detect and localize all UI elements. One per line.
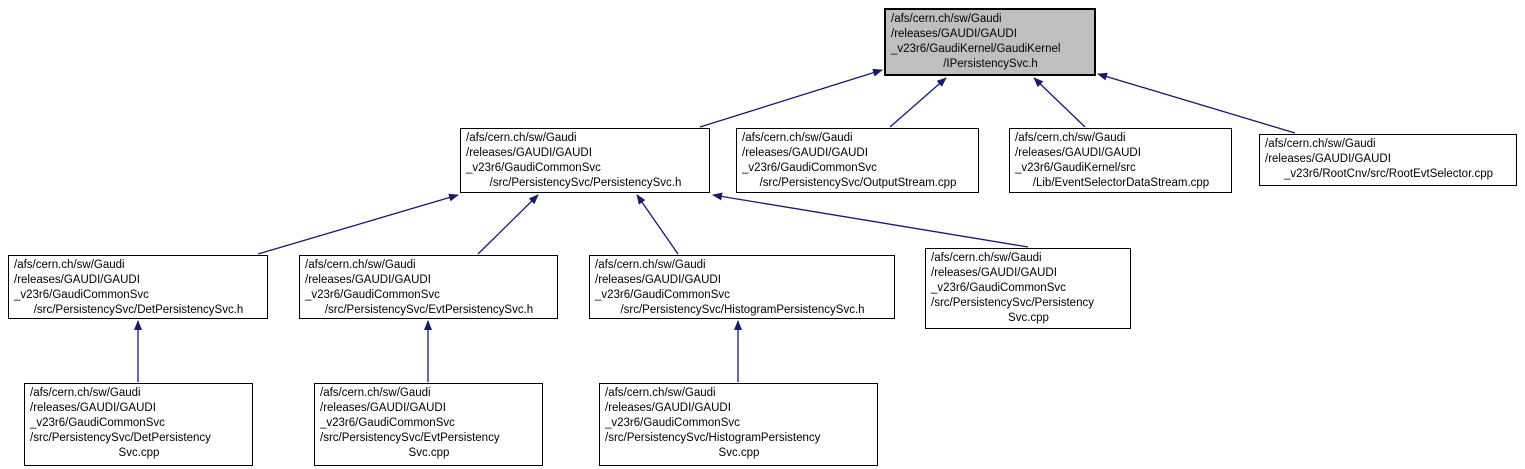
node-histogrampersistencysvc-h[interactable]: /afs/cern.ch/sw/Gaudi/releases/GAUDI/GAU… (589, 255, 895, 319)
node-label-line: /releases/GAUDI/GAUDI (1265, 153, 1391, 165)
edge-detpersistencysvc-h-to-persistencysvc-h (257, 193, 459, 255)
node-label-line: /releases/GAUDI/GAUDI (605, 402, 731, 414)
node-label-line: Svc.cpp (408, 447, 450, 459)
edge-eventselectordatastream-cpp-to-ipersistencysvc-h (1033, 77, 1086, 128)
node-label-line: /src/PersistencySvc/EvtPersistency (320, 432, 500, 444)
node-label-line: /afs/cern.ch/sw/Gaudi (14, 259, 125, 271)
node-label-line: Svc.cpp (1008, 312, 1049, 324)
node-detpersistencysvc-cpp[interactable]: /afs/cern.ch/sw/Gaudi/releases/GAUDI/GAU… (24, 383, 253, 466)
node-label-line: /afs/cern.ch/sw/Gaudi (305, 259, 416, 271)
node-label-line: /afs/cern.ch/sw/Gaudi (605, 387, 716, 399)
node-label-line: /afs/cern.ch/sw/Gaudi (595, 259, 706, 271)
node-persistencysvc-h[interactable]: /afs/cern.ch/sw/Gaudi/releases/GAUDI/GAU… (460, 128, 710, 193)
node-label-line: /releases/GAUDI/GAUDI (1015, 147, 1141, 159)
node-label-line: /afs/cern.ch/sw/Gaudi (30, 387, 141, 399)
node-label-line: /afs/cern.ch/sw/Gaudi (466, 132, 577, 144)
node-label-line: /afs/cern.ch/sw/Gaudi (1265, 138, 1376, 150)
node-eventselectordatastream-cpp[interactable]: /afs/cern.ch/sw/Gaudi/releases/GAUDI/GAU… (1009, 128, 1232, 193)
node-label-line: /src/PersistencySvc/EvtPersistencySvc.h (324, 304, 534, 316)
node-detpersistencysvc-h[interactable]: /afs/cern.ch/sw/Gaudi/releases/GAUDI/GAU… (8, 255, 268, 319)
node-label-line: /src/PersistencySvc/Persistency (931, 297, 1094, 309)
node-label-line: /releases/GAUDI/GAUDI (466, 147, 592, 159)
node-label-line: _v23r6/GaudiCommonSvc (931, 282, 1066, 294)
node-label-line: _v23r6/GaudiCommonSvc (466, 162, 601, 174)
node-label-line: /releases/GAUDI/GAUDI (742, 147, 868, 159)
node-label-line: _v23r6/GaudiCommonSvc (742, 162, 877, 174)
edge-persistencysvc-h-to-ipersistencysvc-h (699, 68, 883, 128)
node-label-line: _v23r6/GaudiCommonSvc (305, 289, 440, 301)
node-label-line: /src/PersistencySvc/HistogramPersistency (605, 432, 821, 444)
edge-persistencysvc-cpp-to-persistencysvc-h (712, 192, 1029, 248)
node-evtpersistencysvc-cpp[interactable]: /afs/cern.ch/sw/Gaudi/releases/GAUDI/GAU… (314, 383, 543, 466)
node-label-line: /src/PersistencySvc/DetPersistencySvc.h (33, 304, 244, 316)
node-label-line: /releases/GAUDI/GAUDI (320, 402, 446, 414)
edge-rootevtselector-cpp-to-ipersistencysvc-h (1097, 72, 1296, 134)
node-label-line: /src/PersistencySvc/HistogramPersistency… (620, 304, 865, 316)
node-outputstream-cpp[interactable]: /afs/cern.ch/sw/Gaudi/releases/GAUDI/GAU… (736, 128, 979, 193)
node-label-line: /afs/cern.ch/sw/Gaudi (1015, 132, 1126, 144)
node-label-line: /releases/GAUDI/GAUDI (305, 274, 431, 286)
node-label-line: _v23r6/GaudiCommonSvc (14, 289, 149, 301)
node-label-line: _v23r6/GaudiCommonSvc (30, 417, 165, 429)
node-label-line: /afs/cern.ch/sw/Gaudi (931, 252, 1042, 264)
node-evtpersistencysvc-h[interactable]: /afs/cern.ch/sw/Gaudi/releases/GAUDI/GAU… (299, 255, 558, 319)
node-label-line: /IPersistencySvc.h (943, 58, 1038, 70)
node-label-line: /releases/GAUDI/GAUDI (931, 267, 1057, 279)
node-label-line: _v23r6/GaudiCommonSvc (595, 289, 730, 301)
node-label-line: _v23r6/GaudiKernel/src (1015, 162, 1136, 174)
node-label-line: /src/PersistencySvc/OutputStream.cpp (759, 177, 957, 189)
edge-histogrampersistencysvc-h-to-persistencysvc-h (636, 194, 679, 255)
node-label-line: /releases/GAUDI/GAUDI (595, 274, 721, 286)
node-persistencysvc-cpp[interactable]: /afs/cern.ch/sw/Gaudi/releases/GAUDI/GAU… (925, 248, 1131, 329)
node-label-line: Svc.cpp (718, 447, 760, 459)
edge-evtpersistencysvc-h-to-persistencysvc-h (477, 194, 539, 255)
node-label-line: /afs/cern.ch/sw/Gaudi (891, 13, 1002, 25)
edge-outputstream-cpp-to-ipersistencysvc-h (889, 77, 947, 128)
node-label-line: /afs/cern.ch/sw/Gaudi (742, 132, 853, 144)
node-label-line: /releases/GAUDI/GAUDI (14, 274, 140, 286)
node-label-line: /src/PersistencySvc/DetPersistency (30, 432, 211, 444)
node-label-line: /Lib/EventSelectorDataStream.cpp (1032, 177, 1210, 189)
node-rootevtselector-cpp[interactable]: /afs/cern.ch/sw/Gaudi/releases/GAUDI/GAU… (1259, 134, 1517, 186)
node-label-line: Svc.cpp (118, 447, 160, 459)
node-label-line: _v23r6/GaudiCommonSvc (605, 417, 740, 429)
node-label-line: /releases/GAUDI/GAUDI (891, 28, 1017, 40)
node-ipersistencysvc-h[interactable]: /afs/cern.ch/sw/Gaudi/releases/GAUDI/GAU… (884, 8, 1096, 76)
node-histogrampersistencysvc-cpp[interactable]: /afs/cern.ch/sw/Gaudi/releases/GAUDI/GAU… (599, 383, 878, 466)
node-label-line: /afs/cern.ch/sw/Gaudi (320, 387, 431, 399)
node-label-line: /src/PersistencySvc/PersistencySvc.h (489, 177, 682, 189)
node-label-line: _v23r6/RootCnv/src/RootEvtSelector.cpp (1283, 168, 1494, 180)
node-label-line: _v23r6/GaudiCommonSvc (320, 417, 455, 429)
node-label-line: /releases/GAUDI/GAUDI (30, 402, 156, 414)
node-label-line: _v23r6/GaudiKernel/GaudiKernel (891, 43, 1061, 55)
